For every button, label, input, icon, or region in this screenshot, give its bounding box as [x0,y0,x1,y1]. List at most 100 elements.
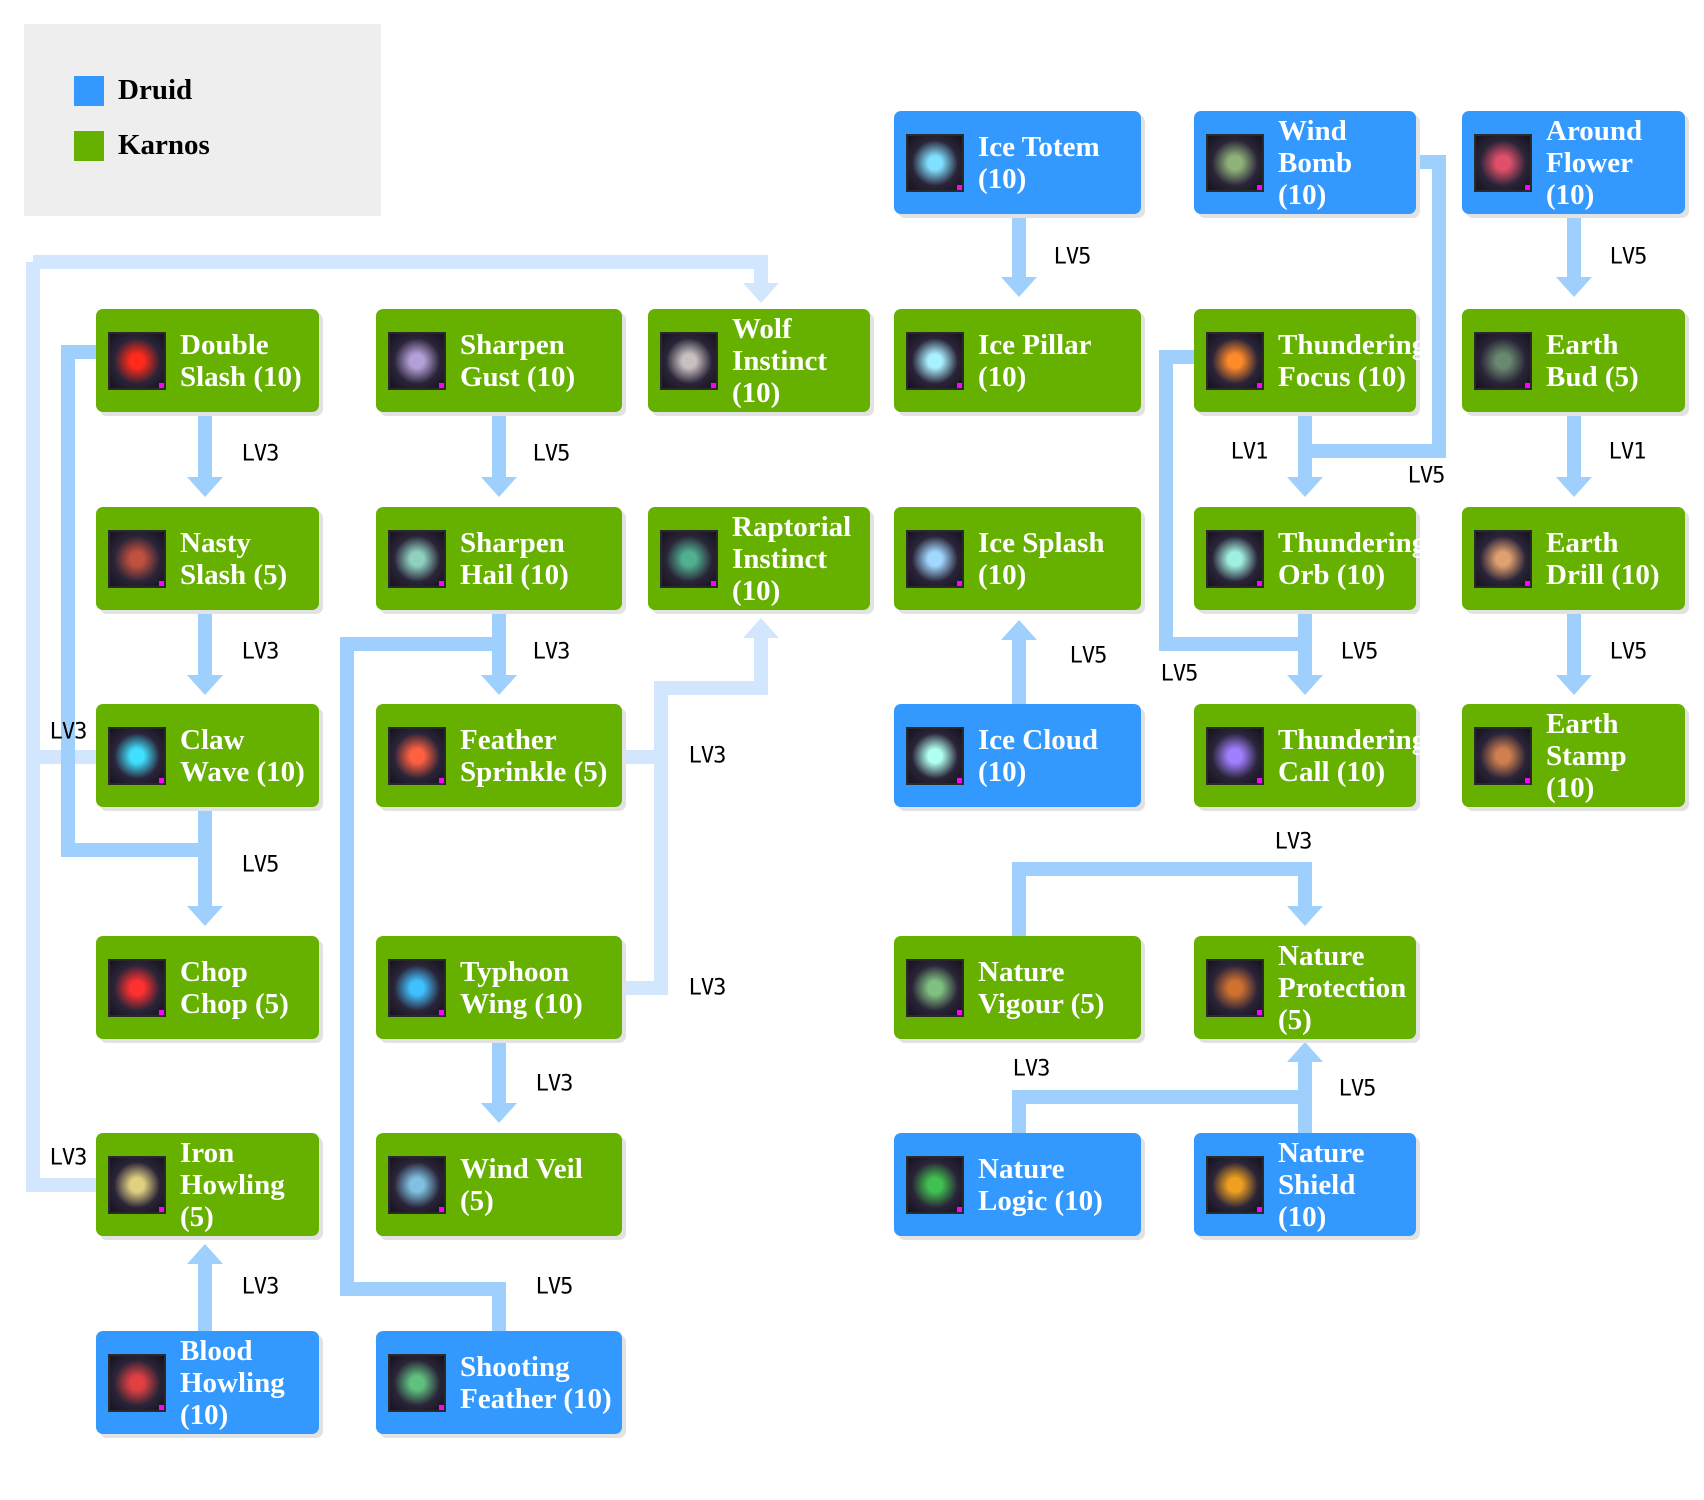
connector-vigour [1012,862,1312,936]
skill-node-double-slash[interactable]: Double Slash (10) [96,309,319,412]
skill-name: Typhoon Wing (10) [460,955,583,1020]
skill-node-ice-splash[interactable]: Ice Splash (10) [894,507,1141,610]
connector-double-slash-loop [61,345,205,857]
skill-name: Earth Drill (10) [1546,526,1660,591]
skill-node-shooting-feather[interactable]: Shooting Feather (10) [376,1331,622,1434]
connector-logic [1012,1090,1305,1133]
skill-node-feather-sprinkle[interactable]: Feather Sprinkle (5) [376,704,622,807]
arrow-feather-icon [388,1353,446,1412]
stamp-icon [1474,726,1532,785]
arrowhead-icon [1287,477,1323,497]
skill-node-sharpen-hail[interactable]: Sharpen Hail (10) [376,507,622,610]
ice-pillar-icon [906,331,964,390]
blood-moon-icon [108,1353,166,1412]
skill-node-nasty-slash[interactable]: Nasty Slash (5) [96,507,319,610]
skill-name: Thundering Focus (10) [1278,328,1427,393]
legend-label: Karnos [118,129,210,161]
skill-name: Blood Howling (10) [180,1334,285,1431]
skill-name: Ice Totem (10) [978,130,1100,195]
skill-node-typhoon-wing[interactable]: Typhoon Wing (10) [376,936,622,1039]
arrowhead-icon [1287,675,1323,695]
skill-node-nature-logic[interactable]: Nature Logic (10) [894,1133,1141,1236]
flower-field-icon [1474,133,1532,192]
level-requirement-label: LV5 [1160,661,1199,687]
skill-name: Ice Splash (10) [978,526,1105,591]
beast-face-icon [108,529,166,588]
level-requirement-label: LV3 [241,1274,280,1300]
skill-node-earth-drill[interactable]: Earth Drill (10) [1462,507,1685,610]
skill-name: Nature Logic (10) [978,1152,1103,1217]
arrowhead-icon [187,906,223,926]
skill-name: Wind Veil (5) [460,1152,583,1217]
skill-name: Nasty Slash (5) [180,526,288,591]
skill-node-around-flower[interactable]: Around Flower (10) [1462,111,1685,214]
legend-item-druid: Druid [74,74,192,107]
arrowhead-icon [187,477,223,497]
gust-icon [388,331,446,390]
level-requirement-label: LV5 [1338,1076,1377,1102]
skill-name: Thundering Orb (10) [1278,526,1427,591]
skill-name: Ice Cloud (10) [978,723,1099,788]
skill-node-ice-pillar[interactable]: Ice Pillar (10) [894,309,1141,412]
level-requirement-label: LV3 [535,1071,574,1097]
skill-node-iron-howling[interactable]: Iron Howling (5) [96,1133,319,1236]
arrowhead-icon [481,675,517,695]
skill-node-chop-chop[interactable]: Chop Chop (5) [96,936,319,1039]
skill-node-raptorial-instinct[interactable]: Raptorial Instinct (10) [648,507,870,610]
constellation-icon [1206,726,1264,785]
skill-node-wolf-instinct[interactable]: Wolf Instinct (10) [648,309,870,412]
skill-name: Sharpen Gust (10) [460,328,576,393]
level-requirement-label: LV1 [1230,439,1269,465]
arrowhead-icon [1556,277,1592,297]
skill-node-earth-bud[interactable]: Earth Bud (5) [1462,309,1685,412]
arrowhead-icon [1556,477,1592,497]
drill-icon [1474,529,1532,588]
skill-node-sharpen-gust[interactable]: Sharpen Gust (10) [376,309,622,412]
skill-node-earth-stamp[interactable]: Earth Stamp (10) [1462,704,1685,807]
skill-node-claw-wave[interactable]: Claw Wave (10) [96,704,319,807]
hill-icon [906,1155,964,1214]
skill-name: Feather Sprinkle (5) [460,723,608,788]
skill-name: Sharpen Hail (10) [460,526,569,591]
skill-name: Chop Chop (5) [180,955,289,1020]
arrowhead-icon [743,283,779,303]
skill-node-wind-bomb[interactable]: Wind Bomb (10) [1194,111,1416,214]
level-requirement-label: LV1 [1608,439,1647,465]
arrowhead-icon [1001,620,1037,640]
skill-name: Wind Bomb (10) [1278,114,1353,211]
level-requirement-label: LV3 [1274,829,1313,855]
skill-node-thundering-call[interactable]: Thundering Call (10) [1194,704,1426,807]
level-requirement-label: LV5 [535,1274,574,1300]
tree-icon [906,958,964,1017]
level-requirement-label: LV3 [241,639,280,665]
skill-node-wind-veil[interactable]: Wind Veil (5) [376,1133,622,1236]
level-requirement-label: LV5 [241,852,280,878]
moon-howl-icon [108,1155,166,1214]
wing-icon [388,958,446,1017]
skill-node-nature-shield[interactable]: Nature Shield (10) [1194,1133,1416,1236]
skill-node-nature-protection[interactable]: Nature Protection (5) [1194,936,1416,1039]
skill-node-nature-vigour[interactable]: Nature Vigour (5) [894,936,1141,1039]
arrowhead-icon [187,675,223,695]
wolf-icon [660,331,718,390]
shields-icon [1206,1155,1264,1214]
skill-name: Wolf Instinct (10) [732,312,828,409]
level-requirement-label: LV5 [532,441,571,467]
rooted-tree-icon [1206,958,1264,1017]
skill-node-thundering-focus[interactable]: Thundering Focus (10) [1194,309,1426,412]
skill-name: Nature Protection (5) [1278,939,1407,1036]
connector-focus-to-call [1159,350,1305,651]
skill-name: Double Slash (10) [180,328,302,393]
skill-name: Nature Shield (10) [1278,1136,1365,1233]
level-requirement-label: LV3 [49,719,88,745]
skill-node-thundering-orb[interactable]: Thundering Orb (10) [1194,507,1426,610]
bird-icon [660,529,718,588]
level-requirement-label: LV5 [1609,244,1648,270]
skill-node-ice-cloud[interactable]: Ice Cloud (10) [894,704,1141,807]
arrowhead-icon [1287,1042,1323,1062]
skill-node-blood-howling[interactable]: Blood Howling (10) [96,1331,319,1434]
skill-node-ice-totem[interactable]: Ice Totem (10) [894,111,1141,214]
level-requirement-label: LV3 [1012,1056,1051,1082]
hail-icon [388,529,446,588]
